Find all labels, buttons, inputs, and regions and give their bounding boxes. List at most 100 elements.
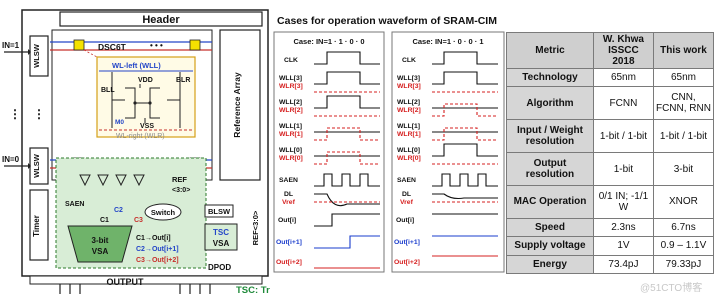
- case2-clk-label: CLK: [402, 57, 416, 64]
- table-cell-metric: Speed: [506, 217, 594, 238]
- block-diagram: Header WLSW WLSW ⋮ ⋮ IN=1 IN=0 DSC6T • •…: [2, 9, 270, 296]
- cell-top-right: [189, 39, 201, 51]
- wlsw-block-top: [29, 35, 49, 77]
- case2-wlr2-trace: [432, 103, 498, 117]
- vdd-label: VDD: [138, 77, 153, 84]
- case1-wlr2-label: WLR[2]: [279, 107, 303, 114]
- node-right: [148, 101, 152, 105]
- vsa-title: 3-bit: [92, 236, 109, 245]
- case1-signal-labels: CLK WLL[3] WLR[3] WLL[2] WLR[2] WLL[1] W…: [276, 57, 303, 266]
- zoom-guide-1: [83, 49, 98, 58]
- case1-wlr3-label: WLR[3]: [279, 83, 303, 90]
- c1-label: C1: [100, 217, 109, 224]
- comparison-table-wrap: Metric W. Khwa ISSCC 2018 This work Tech…: [506, 32, 715, 275]
- tsc-caption: TSC: Triple Sensing Controller: [236, 285, 270, 296]
- output-bar: [29, 275, 263, 285]
- table-cell-thiswork: 6.7ns: [652, 217, 715, 238]
- case1-wlr0-label: WLR[0]: [279, 155, 303, 162]
- table-cell-metric: Output resolution: [506, 152, 594, 186]
- input-in1-arrowhead: [28, 49, 31, 55]
- ref-label: REF: [172, 175, 187, 184]
- case1-wll2-label: WLL[2]: [279, 99, 302, 106]
- cell-top-left: [73, 39, 85, 51]
- case1-vref-label: Vref: [282, 199, 296, 206]
- table-row: Algorithm FCNN CNN, FCNN, RNN: [506, 86, 715, 121]
- case2-outi2-label: Out[i+2]: [394, 259, 420, 266]
- table-cell-khwa: FCNN: [592, 86, 654, 121]
- output-label: OUTPUT: [107, 277, 145, 287]
- table-cell-khwa: 0/1 IN; -1/1 W: [592, 184, 654, 219]
- table-row: Speed 2.3ns 6.7ns: [506, 217, 715, 238]
- switch-block: [144, 203, 182, 221]
- table-row: Technology 65nm 65nm: [506, 67, 715, 88]
- out-i2-label: C3→Out[i+2]: [136, 257, 179, 264]
- case1-box: [273, 31, 385, 273]
- waveform-panel: Cases for operation waveform of SRAM-CIM…: [273, 15, 505, 273]
- table-cell-thiswork: 79.33pJ: [652, 254, 715, 275]
- case2-wll3-trace: [432, 71, 498, 85]
- table-row: MAC Operation 0/1 IN; -1/1 W XNOR: [506, 184, 715, 219]
- case1-wll3-trace: [314, 71, 380, 85]
- table-cell-metric: Input / Weight resolution: [506, 119, 594, 154]
- case2-wlr1-label: WLR[1]: [397, 131, 421, 138]
- case1-dl-trace: [314, 193, 380, 207]
- c3-label: C3: [134, 217, 143, 224]
- case1-wll0-label: WLL[0]: [279, 147, 302, 154]
- table-cell-metric: Algorithm: [506, 86, 594, 121]
- out-i-label: C1→Out[i]: [136, 235, 171, 242]
- output-arrows: [59, 284, 211, 294]
- blr-label: BLR: [176, 77, 190, 84]
- wl-left-label: WL-left (WLL): [112, 61, 161, 70]
- table-cell-khwa: 1-bit / 1-bit: [592, 119, 654, 154]
- table-cell-khwa: 2.3ns: [592, 217, 654, 238]
- timer-block: [29, 189, 49, 261]
- wlsw-label-bottom: WLSW: [32, 153, 41, 178]
- case1-traces: [314, 51, 380, 269]
- case2-clk-trace: [432, 51, 498, 65]
- input-in1-label: IN=1: [2, 41, 20, 50]
- case1-outi1-label: Out[i+1]: [276, 239, 302, 246]
- case2-wll1-label: WLL[1]: [397, 123, 420, 130]
- case1-outi-trace: [314, 213, 380, 227]
- case2-outi-label: Out[i]: [396, 217, 414, 224]
- table-header-row: Metric W. Khwa ISSCC 2018 This work: [506, 32, 715, 69]
- comparison-table: Metric W. Khwa ISSCC 2018 This work Tech…: [506, 32, 715, 275]
- case1-wlr0-trace: [314, 151, 380, 165]
- table-row: Energy 73.4pJ 79.33pJ: [506, 254, 715, 275]
- case2-wlr2-label: WLR[2]: [397, 107, 421, 114]
- blsw-block: [204, 204, 234, 218]
- table-cell-thiswork: 0.9 – 1.1V: [652, 236, 715, 256]
- sense-amps: [79, 174, 145, 187]
- case1-clk-trace: [314, 51, 380, 65]
- table-cell-khwa: 65nm: [592, 67, 654, 88]
- vss-label: VSS: [140, 123, 154, 130]
- dsc6t-zoom-box: [96, 56, 196, 138]
- vsa-block: [67, 225, 133, 263]
- case2-wll0-label: WLL[0]: [397, 147, 420, 154]
- case1-dl-label: DL: [284, 191, 293, 198]
- table-cell-thiswork: CNN, FCNN, RNN: [652, 86, 715, 121]
- array-dots-top: • • •: [150, 41, 163, 50]
- table-cell-metric: Supply voltage: [506, 236, 594, 256]
- tsc-label: TSC: [213, 228, 229, 237]
- reference-array-label: Reference Array: [232, 72, 242, 138]
- case1-outi-label: Out[i]: [278, 217, 296, 224]
- input-in0-arrowhead: [28, 163, 31, 169]
- left-dots: ⋮: [9, 107, 21, 121]
- table-cell-khwa: 1V: [592, 236, 654, 256]
- case1-wlr1-trace: [314, 127, 380, 141]
- case2-wlr0-label: WLR[0]: [397, 155, 421, 162]
- case2-wlr1-trace: [432, 127, 498, 141]
- table-row: Supply voltage 1V 0.9 – 1.1V: [506, 236, 715, 256]
- table-row: Output resolution 1-bit 3-bit: [506, 152, 715, 186]
- header-block: [59, 11, 263, 27]
- table-row: Input / Weight resolution 1-bit / 1-bit …: [506, 119, 715, 154]
- waveform-title: Cases for operation waveform of SRAM-CIM: [277, 15, 497, 27]
- input-in0-label: IN=0: [2, 155, 20, 164]
- case2-title: Case: IN=1 · 0 · 0 · 1: [412, 37, 483, 46]
- case2-outi1-label: Out[i+1]: [394, 239, 420, 246]
- out-i1-label: C2→Out[i+1]: [136, 246, 179, 253]
- table-cell-thiswork: 65nm: [652, 67, 715, 88]
- case2-wlr3-label: WLR[3]: [397, 83, 421, 90]
